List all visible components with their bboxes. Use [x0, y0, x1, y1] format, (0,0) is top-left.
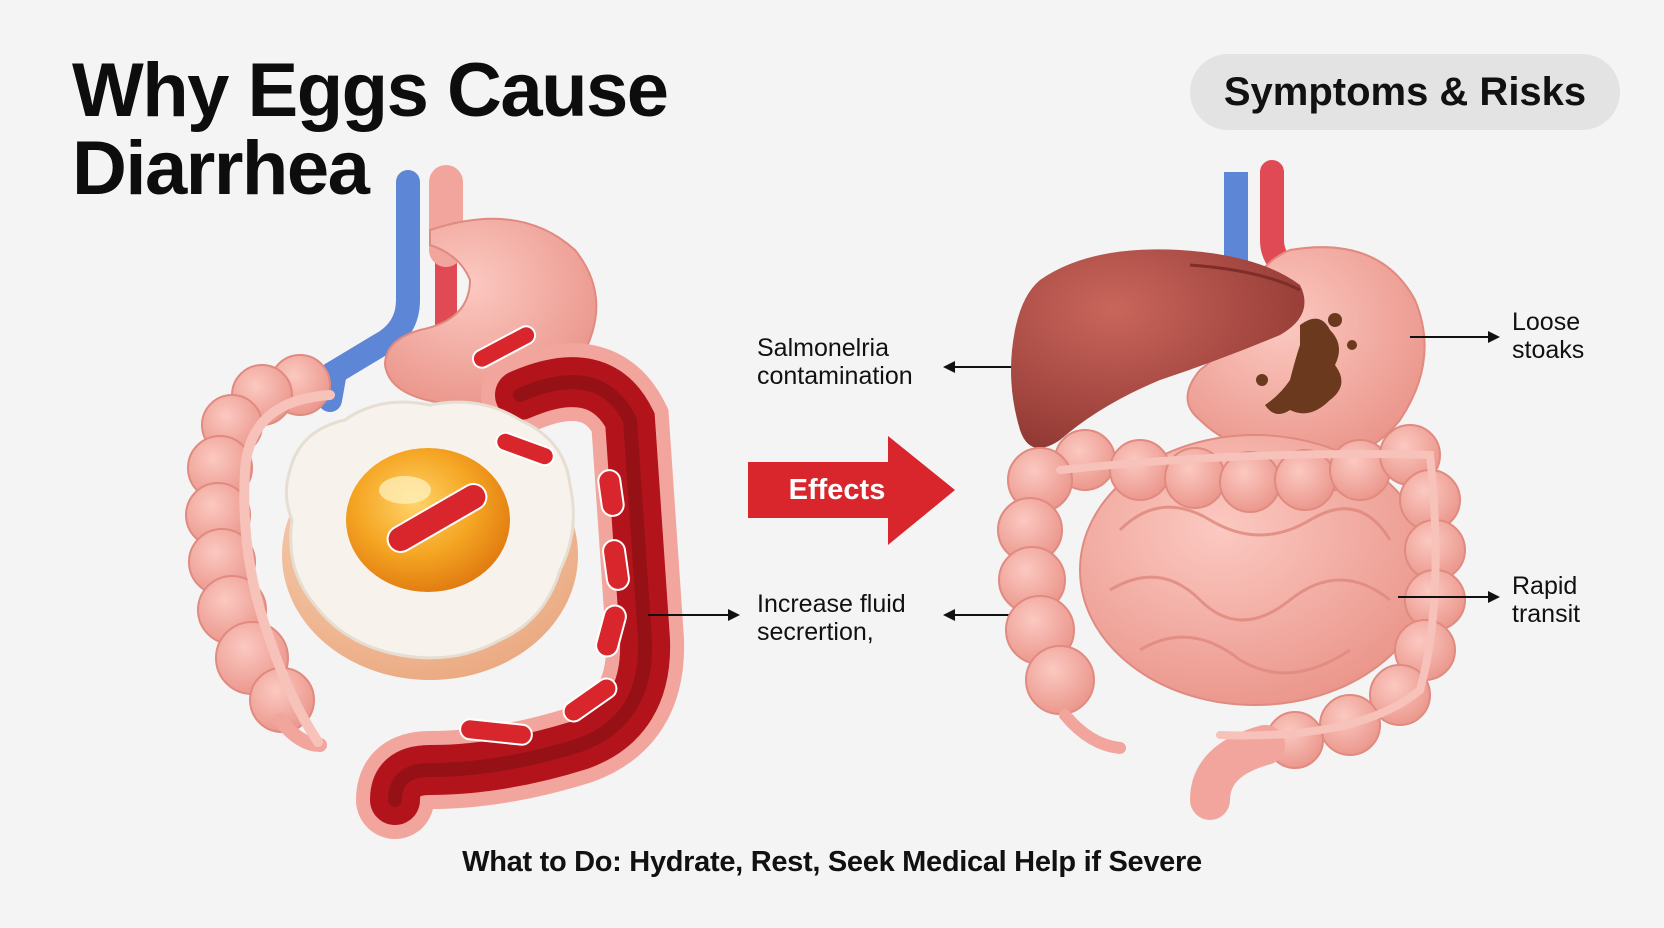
page-title: Why Eggs Cause Diarrhea — [72, 52, 772, 208]
vein-left — [318, 170, 420, 412]
label-fluid-line-1: Increase fluid — [757, 590, 906, 618]
liver-icon — [1011, 249, 1305, 448]
label-rapid: Rapid transit — [1512, 572, 1580, 628]
label-salmonella-line-1: Salmonelria — [757, 334, 890, 362]
title-line-1: Why Eggs Cause — [72, 48, 669, 133]
right-digestive-system — [997, 160, 1466, 820]
label-rapid-line-2: transit — [1512, 600, 1581, 628]
label-loose: Loose stoaks — [1512, 308, 1584, 364]
symptoms-badge: Symptoms & Risks — [1190, 54, 1620, 130]
stool-splotch — [1265, 318, 1342, 414]
label-salmonella: Salmonelria contamination — [757, 334, 913, 390]
title-line-2: Diarrhea — [72, 126, 370, 211]
taenia-left — [239, 390, 335, 747]
label-salmonella-line-2: contamination — [757, 362, 913, 390]
label-rapid-line-1: Rapid — [1512, 572, 1578, 600]
arrow-right-icon — [748, 436, 955, 545]
footer-advice: What to Do: Hydrate, Rest, Seek Medical … — [462, 846, 1202, 878]
left-digestive-system — [185, 165, 685, 839]
label-loose-line-2: stoaks — [1512, 336, 1585, 364]
bacteria-icon — [386, 325, 630, 746]
appendix-right — [1059, 709, 1126, 754]
rectum-right — [1190, 725, 1285, 820]
label-fluid: Increase fluid secrertion, — [757, 590, 906, 646]
label-fluid-line-2: secrertion, — [757, 618, 874, 646]
label-loose-line-1: Loose — [1512, 308, 1581, 336]
intestine-icon — [1079, 434, 1431, 706]
taenia-right — [1056, 450, 1440, 740]
effects-arrow-label: Effects — [788, 474, 886, 506]
